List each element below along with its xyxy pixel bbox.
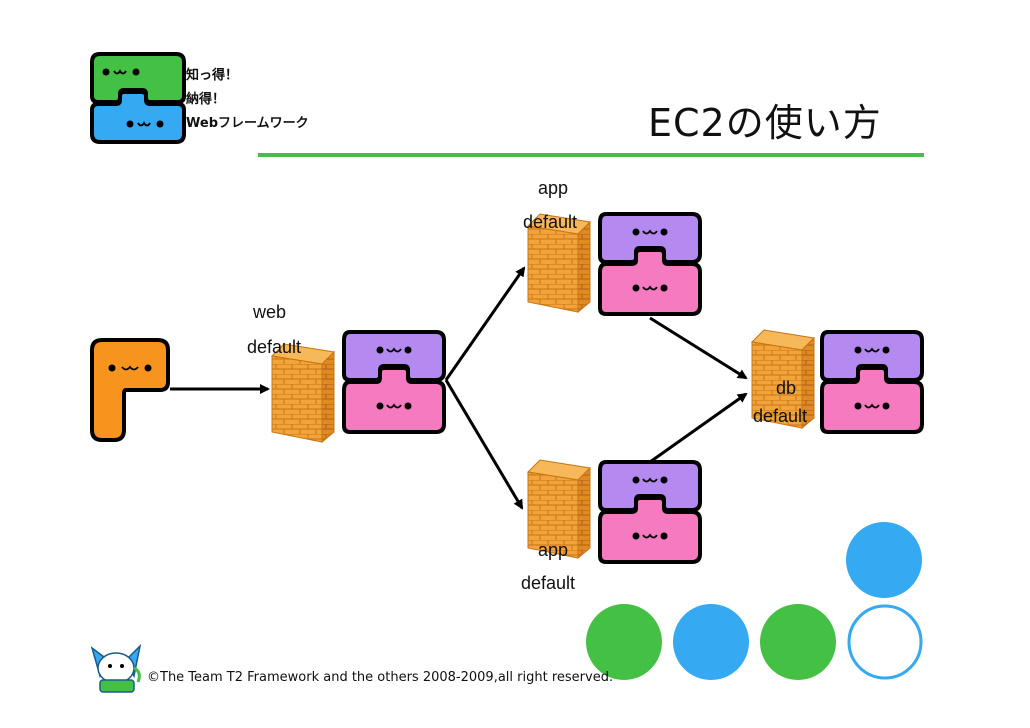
logo-icon [90, 52, 186, 144]
server-app-bottom-icon [600, 462, 700, 562]
decor-circle-blue-2 [673, 604, 749, 680]
logo-text-line1: 知っ得！ [186, 68, 239, 83]
logo-text-line2: 納得！ [186, 92, 226, 107]
decor-circle-blue-top [846, 522, 922, 598]
arrow-app-top-to-db [649, 316, 748, 380]
arrow-web-to-app-top [444, 266, 526, 381]
mascot-icon [90, 643, 142, 693]
label-app-top-group: app [538, 178, 569, 198]
label-app-bottom-default: default [521, 573, 576, 593]
logo-text-line3: Webフレームワーク [186, 116, 309, 131]
client-icon [90, 338, 170, 442]
label-app-bottom-group: app [538, 540, 569, 560]
label-db-default: default [753, 406, 808, 426]
footer-copyright: ©The Team T2 Framework and the others 20… [147, 670, 614, 685]
server-web-icon [344, 332, 444, 432]
server-app-top-icon [600, 214, 700, 314]
label-web-group: web [253, 302, 287, 322]
decor-circle-green-3 [760, 604, 836, 680]
title-divider [258, 153, 924, 157]
decor-circle-outline-4 [847, 604, 923, 680]
arrow-web-to-app-bottom [444, 379, 524, 510]
page-title: EC2の使い方 [648, 101, 882, 145]
firewall-web-icon [271, 343, 335, 443]
label-app-top-default: default [523, 212, 578, 232]
label-db-group: db [776, 378, 797, 398]
server-db-icon [822, 332, 922, 432]
decor-circle-green-1 [586, 604, 662, 680]
label-web-default: default [247, 337, 302, 357]
arrow-app-bottom-to-db [649, 392, 748, 464]
